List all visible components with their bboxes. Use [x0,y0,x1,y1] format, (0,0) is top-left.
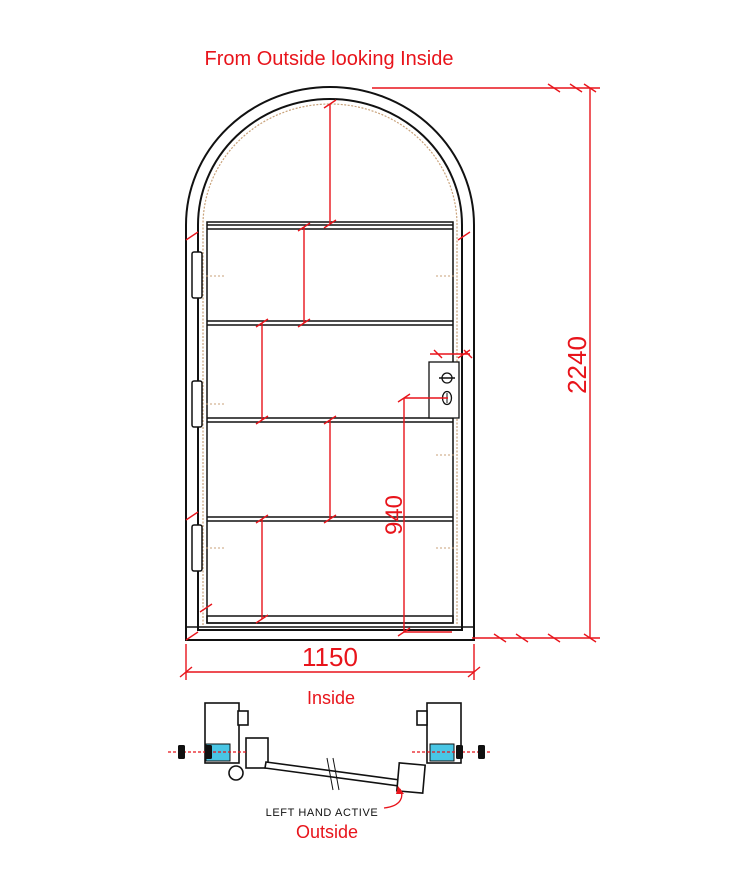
width-dimension-label: 1150 [302,642,358,672]
lock-plate [428,361,460,419]
frame-inner [197,98,463,631]
hinge-middle-icon [191,380,203,428]
inside-label: Inside [307,688,355,708]
hinges [191,251,203,572]
swing-arrow-head [396,786,404,794]
bottom-rail [206,615,454,624]
plan-view [204,702,462,794]
anchor-ticks [206,275,456,549]
view-title: From Outside looking Inside [204,48,453,70]
anchor-bolts [178,745,485,759]
hinge-bottom-icon [191,524,203,572]
hinge-top-icon [191,251,203,299]
height-dimension-label: 2240 [562,336,592,394]
swing-label: LEFT HAND ACTIVE [266,807,379,819]
frame-outer [185,86,475,641]
door-leaf [264,761,401,787]
left-pivot-icon [228,765,244,781]
lock-hardware [428,361,460,419]
handle-height-label: 940 [381,495,408,535]
inner-trim [202,103,458,625]
outside-label: Outside [296,822,358,842]
dimension-lines [179,83,600,680]
door-frame [185,86,475,641]
